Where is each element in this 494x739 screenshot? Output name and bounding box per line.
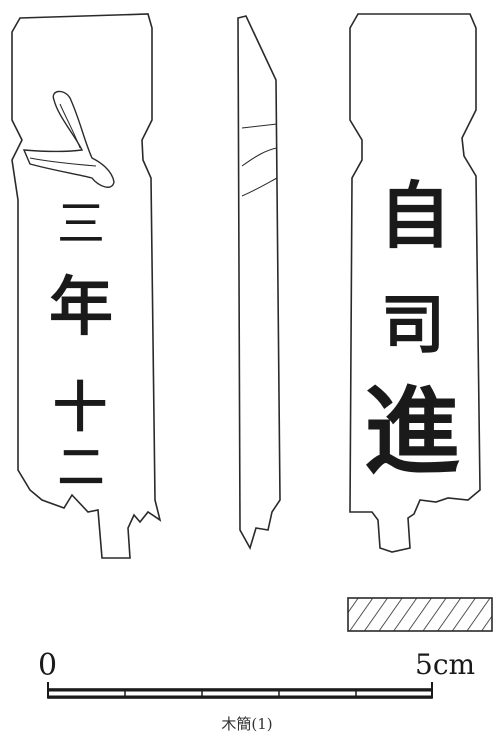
scale-end-label: 5cm	[415, 648, 476, 681]
cord-knot	[22, 90, 115, 188]
front-char-2: 年	[49, 270, 113, 345]
slip-front-outline	[11, 13, 162, 559]
front-char-3: 十	[53, 375, 107, 439]
scale-bar	[47, 682, 433, 699]
front-char-1: 三	[56, 196, 105, 252]
slip-back-outline	[349, 13, 481, 553]
slip-side-profile	[237, 15, 281, 551]
back-char-1: 自	[378, 173, 451, 258]
back-char-2: 司	[381, 288, 445, 363]
scale-start-label: 0	[38, 648, 58, 683]
front-char-4: 二	[58, 440, 104, 494]
figure-caption: 木簡(1)	[221, 715, 273, 733]
scale-hatch-box	[347, 597, 493, 632]
back-char-3: 進	[364, 375, 460, 488]
